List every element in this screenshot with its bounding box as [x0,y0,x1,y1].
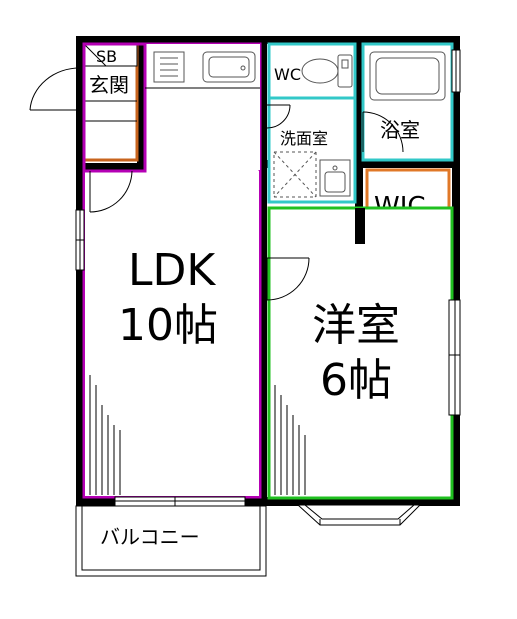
curtain-lines [89,375,121,495]
bathroom-label: 浴室 [380,118,420,142]
entrance-door-icon [29,67,81,111]
western-room-size-label: 6帖 [320,355,392,406]
washroom-outline [267,96,357,204]
curtain-lines [274,385,306,495]
sink-icon [202,51,256,83]
ldk-label: LDK [128,245,216,296]
western-room-label: 洋室 [312,300,400,351]
entrance-label: 玄関 [89,73,129,97]
wc-outline [267,42,357,100]
shoe-box-label: SB [96,47,117,66]
window-icon [75,209,85,271]
balcony [75,505,267,577]
toilet-icon [301,54,353,88]
ldk-size-label: 10帖 [118,300,218,351]
washing-machine-icon [273,151,317,198]
washbasin-icon [319,159,351,197]
bathtub-icon [369,51,446,101]
shoe-box-hatch [83,43,107,67]
wall-segment [355,208,365,244]
exterior-walls [76,36,460,506]
wc-label: WC [274,65,301,84]
bathroom-door-icon [362,111,404,153]
ldk-outline-inner [84,44,147,173]
washroom-door-icon [266,104,291,129]
bathroom-outline [361,42,454,162]
western-room-outline [267,206,454,500]
window-icon [451,49,461,93]
window-icon [114,496,246,507]
balcony-label: バルコニー [100,525,200,549]
bay-window-icon [296,504,422,526]
ldk-door-icon [89,170,133,213]
window-icon [448,299,461,416]
western-door-icon [266,257,310,301]
stove-icon [153,51,185,83]
washroom-label: 洗面室 [280,129,328,148]
